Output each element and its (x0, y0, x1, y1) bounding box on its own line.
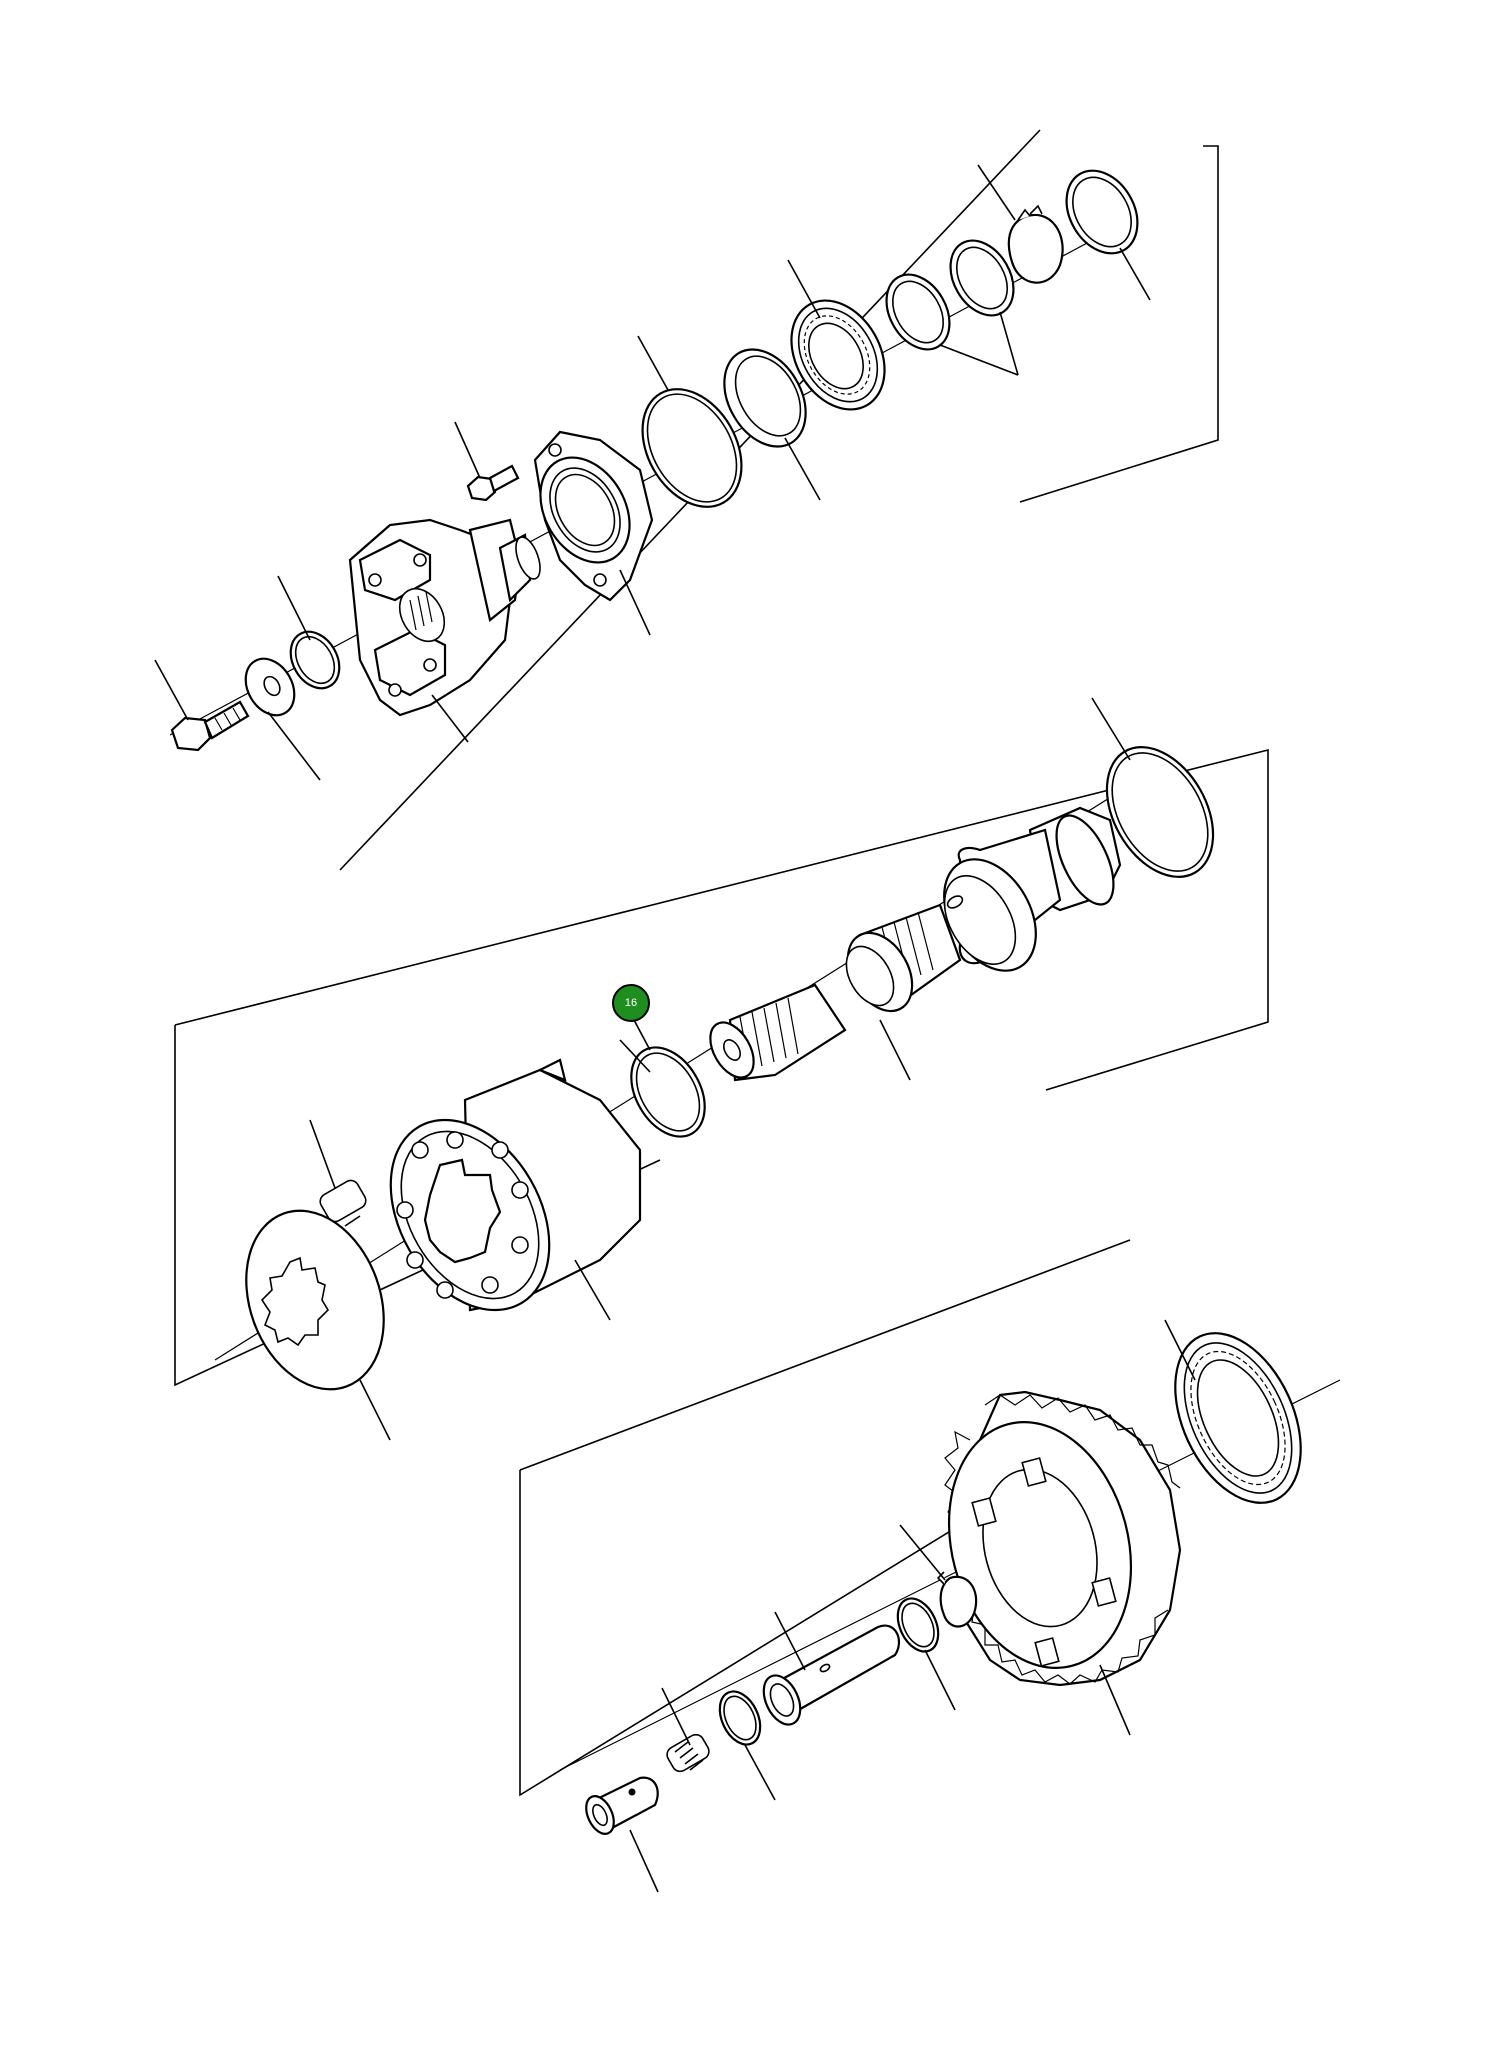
callout-16-leader (633, 1019, 651, 1051)
middle-assembly (214, 697, 1235, 1441)
o-ring-large-part[interactable] (622, 371, 761, 524)
cap-screw-part[interactable] (466, 464, 520, 502)
o-ring-pin-part[interactable] (890, 1592, 946, 1658)
clutch-hub-part[interactable] (358, 1058, 642, 1338)
retaining-ring-part[interactable] (1052, 158, 1151, 266)
leader-lines-bottom (629, 1319, 1196, 1893)
o-ring-small-part[interactable] (281, 623, 349, 697)
drive-gear-part[interactable] (923, 1390, 1182, 1689)
top-assembly (154, 158, 1151, 781)
seal-ring-part[interactable] (708, 335, 822, 461)
friction-disc-part[interactable] (222, 1191, 407, 1408)
leader-lines-top (154, 164, 1151, 781)
spring-middle-part[interactable] (317, 1178, 368, 1227)
output-shaft-part[interactable] (701, 806, 1125, 1085)
washer-part[interactable] (236, 650, 304, 724)
ball-bearing-top-part[interactable] (773, 284, 904, 426)
callout-16-badge[interactable] (612, 984, 650, 1022)
leader-lines-middle (309, 697, 1131, 1441)
bearing-housing-part[interactable] (522, 430, 654, 602)
group-frames (174, 129, 1269, 1797)
snap-ring-bottom-part[interactable] (936, 1571, 978, 1628)
detent-plunger-part[interactable] (581, 1776, 659, 1839)
yoke-part[interactable] (348, 518, 545, 717)
flange-bolt-part[interactable] (170, 700, 250, 752)
o-ring-small-bottom-part[interactable] (712, 1685, 768, 1751)
ball-bearing-bottom-part[interactable] (1150, 1313, 1326, 1523)
shim-rings-part[interactable] (874, 229, 1026, 360)
bottom-assembly (559, 1313, 1341, 1893)
o-ring-callout-16-part[interactable] (616, 1034, 719, 1149)
snap-ring-part[interactable] (1007, 204, 1064, 284)
spring-bottom-part[interactable] (664, 1732, 712, 1775)
pivot-pin-part[interactable] (757, 1624, 901, 1731)
o-ring-shaft-part[interactable] (1085, 728, 1235, 895)
callout-16-hotspot[interactable]: 16 (612, 984, 651, 1051)
